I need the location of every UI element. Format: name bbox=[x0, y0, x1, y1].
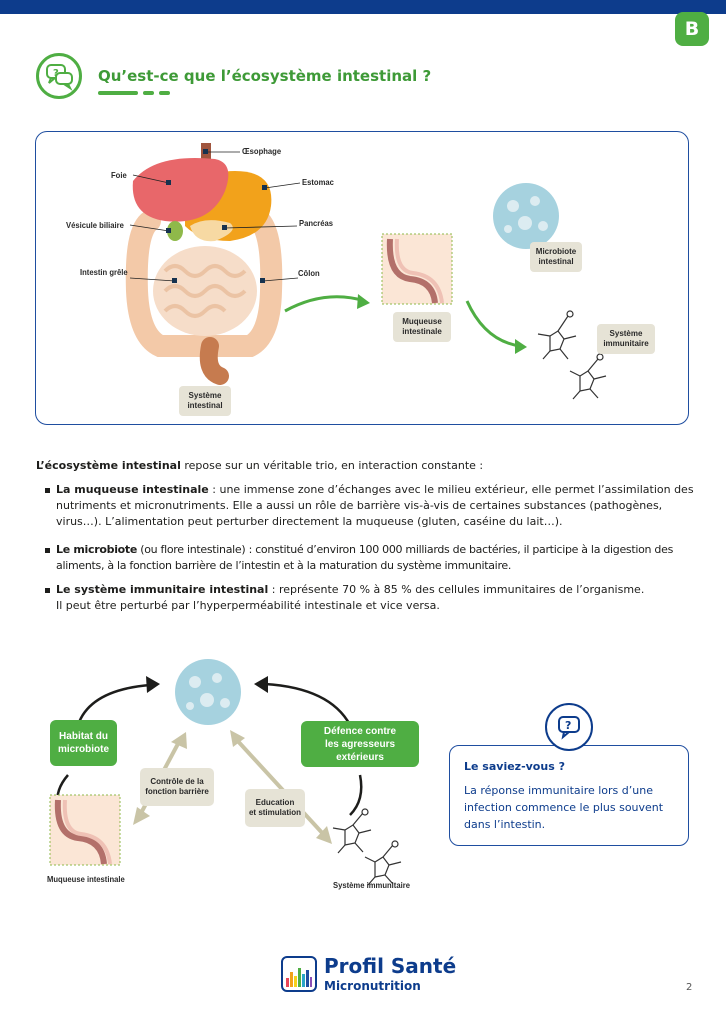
bullet-marker bbox=[45, 488, 50, 493]
section-badge: B bbox=[675, 12, 709, 46]
bullet-systeme-immunitaire: Le système immunitaire intestinal : repr… bbox=[56, 583, 645, 612]
label-oesophage: Œsophage bbox=[242, 146, 282, 156]
svg-text:?: ? bbox=[565, 719, 571, 732]
did-you-know-box bbox=[449, 745, 689, 846]
brand-name: Profil Santé bbox=[324, 954, 457, 978]
brand-logo-icon bbox=[281, 956, 317, 992]
label-systeme-immunitaire: Système immunitaire bbox=[333, 880, 410, 890]
title-underline bbox=[98, 91, 138, 95]
title-underline-dash bbox=[159, 91, 170, 95]
intro-paragraph: L’écosystème intestinal repose sur un vé… bbox=[36, 459, 484, 472]
question-bubble-icon: ? bbox=[545, 703, 593, 751]
digestive-system-illustration bbox=[125, 143, 607, 400]
bullet-marker bbox=[45, 588, 50, 593]
svg-text:?: ? bbox=[53, 68, 59, 79]
top-bar bbox=[0, 0, 726, 14]
question-circle-icon: ? bbox=[36, 53, 82, 99]
did-you-know-title: Le saviez-vous ? bbox=[464, 760, 565, 773]
brand-subtitle: Micronutrition bbox=[324, 979, 421, 993]
label-colon: Côlon bbox=[298, 268, 320, 278]
page-title: Qu’est-ce que l’écosystème intestinal ? bbox=[98, 67, 432, 85]
label-estomac: Estomac bbox=[302, 177, 334, 187]
ecosystem-cycle-diagram bbox=[49, 659, 402, 886]
label-vesicule: Vésicule biliaire bbox=[66, 220, 124, 230]
bullet-microbiote: Le microbiote (ou flore intestinale) : c… bbox=[56, 543, 673, 572]
page-number: 2 bbox=[686, 982, 693, 993]
label-foie: Foie bbox=[111, 170, 127, 180]
title-underline-dash bbox=[143, 91, 154, 95]
label-muqueuse-intestinale: Muqueuse intestinale bbox=[47, 874, 125, 884]
bullet-muqueuse: La muqueuse intestinale : une immense zo… bbox=[56, 483, 694, 528]
label-intestin-grele: Intestin grêle bbox=[80, 267, 128, 277]
did-you-know-text: La réponse immunitaire lors d’une infect… bbox=[464, 784, 664, 831]
bullet-marker bbox=[45, 548, 50, 553]
label-pancreas: Pancréas bbox=[299, 218, 334, 228]
